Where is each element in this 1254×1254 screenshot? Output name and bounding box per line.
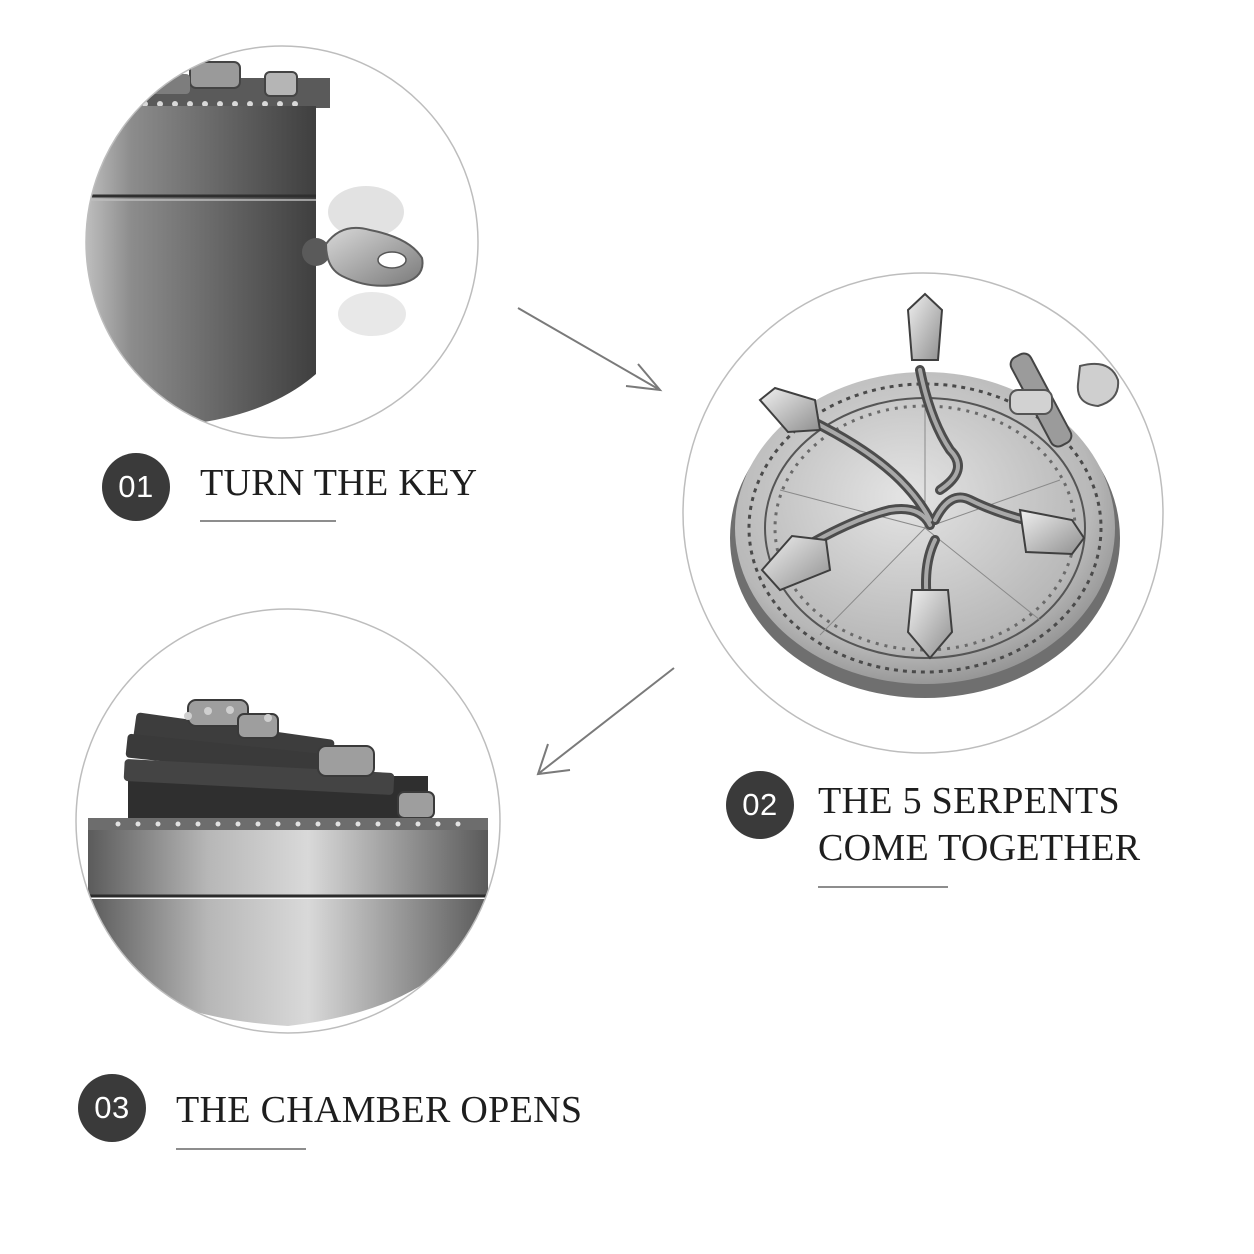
step3-title: THE CHAMBER OPENS bbox=[176, 1089, 583, 1131]
step2-image-serpents bbox=[682, 272, 1164, 754]
step1-number-badge: 01 bbox=[102, 453, 170, 521]
step2-title-line1: THE 5 SERPENTS bbox=[818, 780, 1120, 822]
step1-underline bbox=[200, 520, 336, 522]
step2-underline bbox=[818, 886, 948, 888]
step1-title: TURN THE KEY bbox=[200, 462, 478, 504]
step1-image-key-turning bbox=[85, 45, 479, 439]
step3-underline bbox=[176, 1148, 306, 1150]
step2-number-badge: 02 bbox=[726, 771, 794, 839]
step3-image-chamber-open bbox=[75, 608, 501, 1034]
step3-number-badge: 03 bbox=[78, 1074, 146, 1142]
step2-title-line2: COME TOGETHER bbox=[818, 827, 1141, 869]
